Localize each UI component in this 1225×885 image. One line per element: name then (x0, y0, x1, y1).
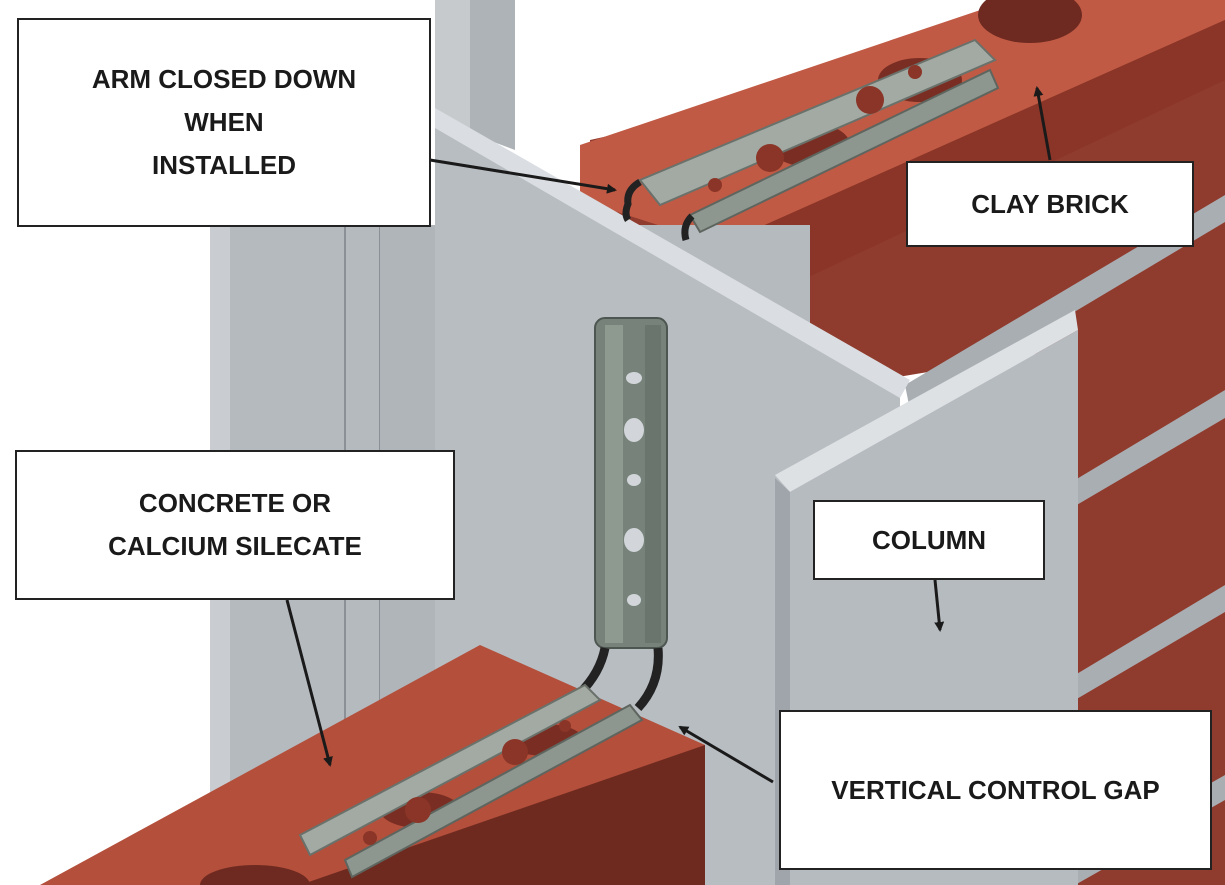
callout-clay-brick: CLAY BRICK (906, 161, 1194, 247)
callout-clay-brick-text: CLAY BRICK (971, 188, 1129, 219)
arrow-gap (678, 725, 774, 784)
callout-column: COLUMN (813, 500, 1045, 580)
vertical-channel (576, 317, 668, 712)
callout-concrete: CONCRETE OR CALCIUM SILECATE (15, 450, 455, 600)
callout-column-text: COLUMN (871, 524, 987, 555)
upper-wall-tie (622, 38, 1000, 241)
arrow-concrete (285, 599, 333, 767)
brick-hole (200, 865, 310, 885)
callout-concrete-text: CONCRETE OR CALCIUM SILECATE (108, 488, 362, 561)
callout-gap-text: VERTICAL CONTROL GAP (831, 774, 1160, 805)
arrow-column (933, 579, 945, 632)
arrow-arm (429, 158, 617, 194)
brick-hole (978, 0, 1082, 43)
lower-wall-tie (298, 683, 644, 879)
callout-arrows (285, 86, 1052, 784)
callout-vertical-gap: VERTICAL CONTROL GAP (779, 710, 1212, 870)
callout-arm-closed: ARM CLOSED DOWN WHEN INSTALLED (17, 18, 431, 227)
callout-arm-text: ARM CLOSED DOWN WHEN INSTALLED (91, 64, 357, 180)
arrow-clay-brick (1033, 86, 1052, 161)
